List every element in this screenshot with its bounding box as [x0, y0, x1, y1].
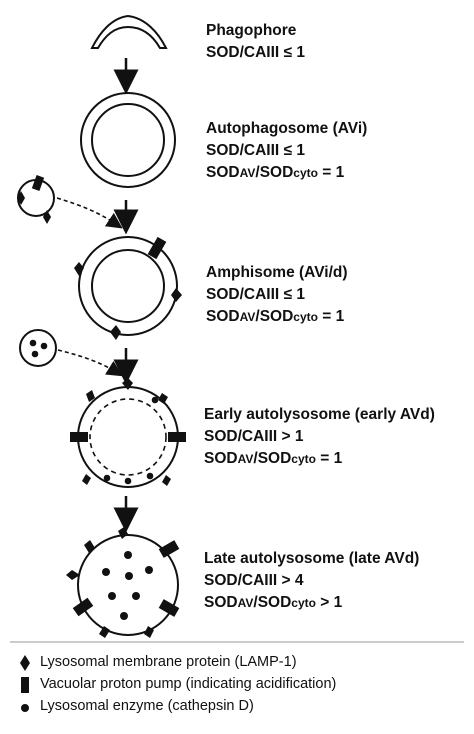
rectangle-icon — [21, 677, 29, 693]
early-autolysosome-shape — [70, 378, 186, 488]
lysosome-vesicle — [19, 329, 57, 367]
autophagosome-shape — [80, 92, 176, 188]
stage-name: Early autolysosome (early AVd) — [204, 406, 435, 423]
sod-av-cyto-ratio: SODAV/SODcyto = 1 — [204, 450, 343, 467]
stage-name: Late autolysosome (late AVd) — [204, 550, 420, 567]
legend-text: Vacuolar proton pump (indicating acidifi… — [40, 676, 337, 692]
late-endosome-vesicle — [17, 175, 55, 224]
merge-dashed-arrow-1 — [56, 197, 123, 229]
late-autolysosome-shape — [66, 527, 180, 638]
stage-label-early-autolysosome: Early autolysosome (early AVd) SOD/CAIII… — [204, 404, 435, 470]
legend-text: Lysosomal enzyme (cathepsin D) — [40, 698, 254, 714]
legend-text: Lysosomal membrane protein (LAMP-1) — [40, 654, 297, 670]
sod-caiii-ratio: SOD/CAIII > 4 — [204, 572, 304, 589]
sod-caiii-ratio: SOD/CAIII ≤ 1 — [206, 142, 305, 159]
stage-label-amphisome: Amphisome (AVi/d) SOD/CAIII ≤ 1 SODAV/SO… — [206, 262, 348, 328]
stage-label-phagophore: Phagophore SOD/CAIII ≤ 1 — [206, 20, 305, 64]
stage-name: Phagophore — [206, 22, 297, 39]
sod-caiii-ratio: SOD/CAIII > 1 — [204, 428, 304, 445]
diamond-icon — [20, 655, 30, 671]
sod-av-cyto-ratio: SODAV/SODcyto = 1 — [206, 164, 345, 181]
sod-av-cyto-ratio: SODAV/SODcyto > 1 — [204, 594, 343, 611]
sod-av-cyto-ratio: SODAV/SODcyto = 1 — [206, 308, 345, 325]
dot-icon — [21, 704, 29, 712]
stage-name: Autophagosome (AVi) — [206, 120, 368, 137]
stage-label-autophagosome: Autophagosome (AVi) SOD/CAIII ≤ 1 SODAV/… — [206, 118, 367, 184]
phagophore-shape — [90, 14, 168, 49]
sod-caiii-ratio: SOD/CAIII ≤ 1 — [206, 44, 305, 61]
sod-caiii-ratio: SOD/CAIII ≤ 1 — [206, 286, 305, 303]
merge-dashed-arrow-2 — [57, 349, 123, 377]
amphisome-shape — [74, 236, 182, 340]
stage-name: Amphisome (AVi/d) — [206, 264, 348, 281]
stage-label-late-autolysosome: Late autolysosome (late AVd) SOD/CAIII >… — [204, 548, 419, 614]
